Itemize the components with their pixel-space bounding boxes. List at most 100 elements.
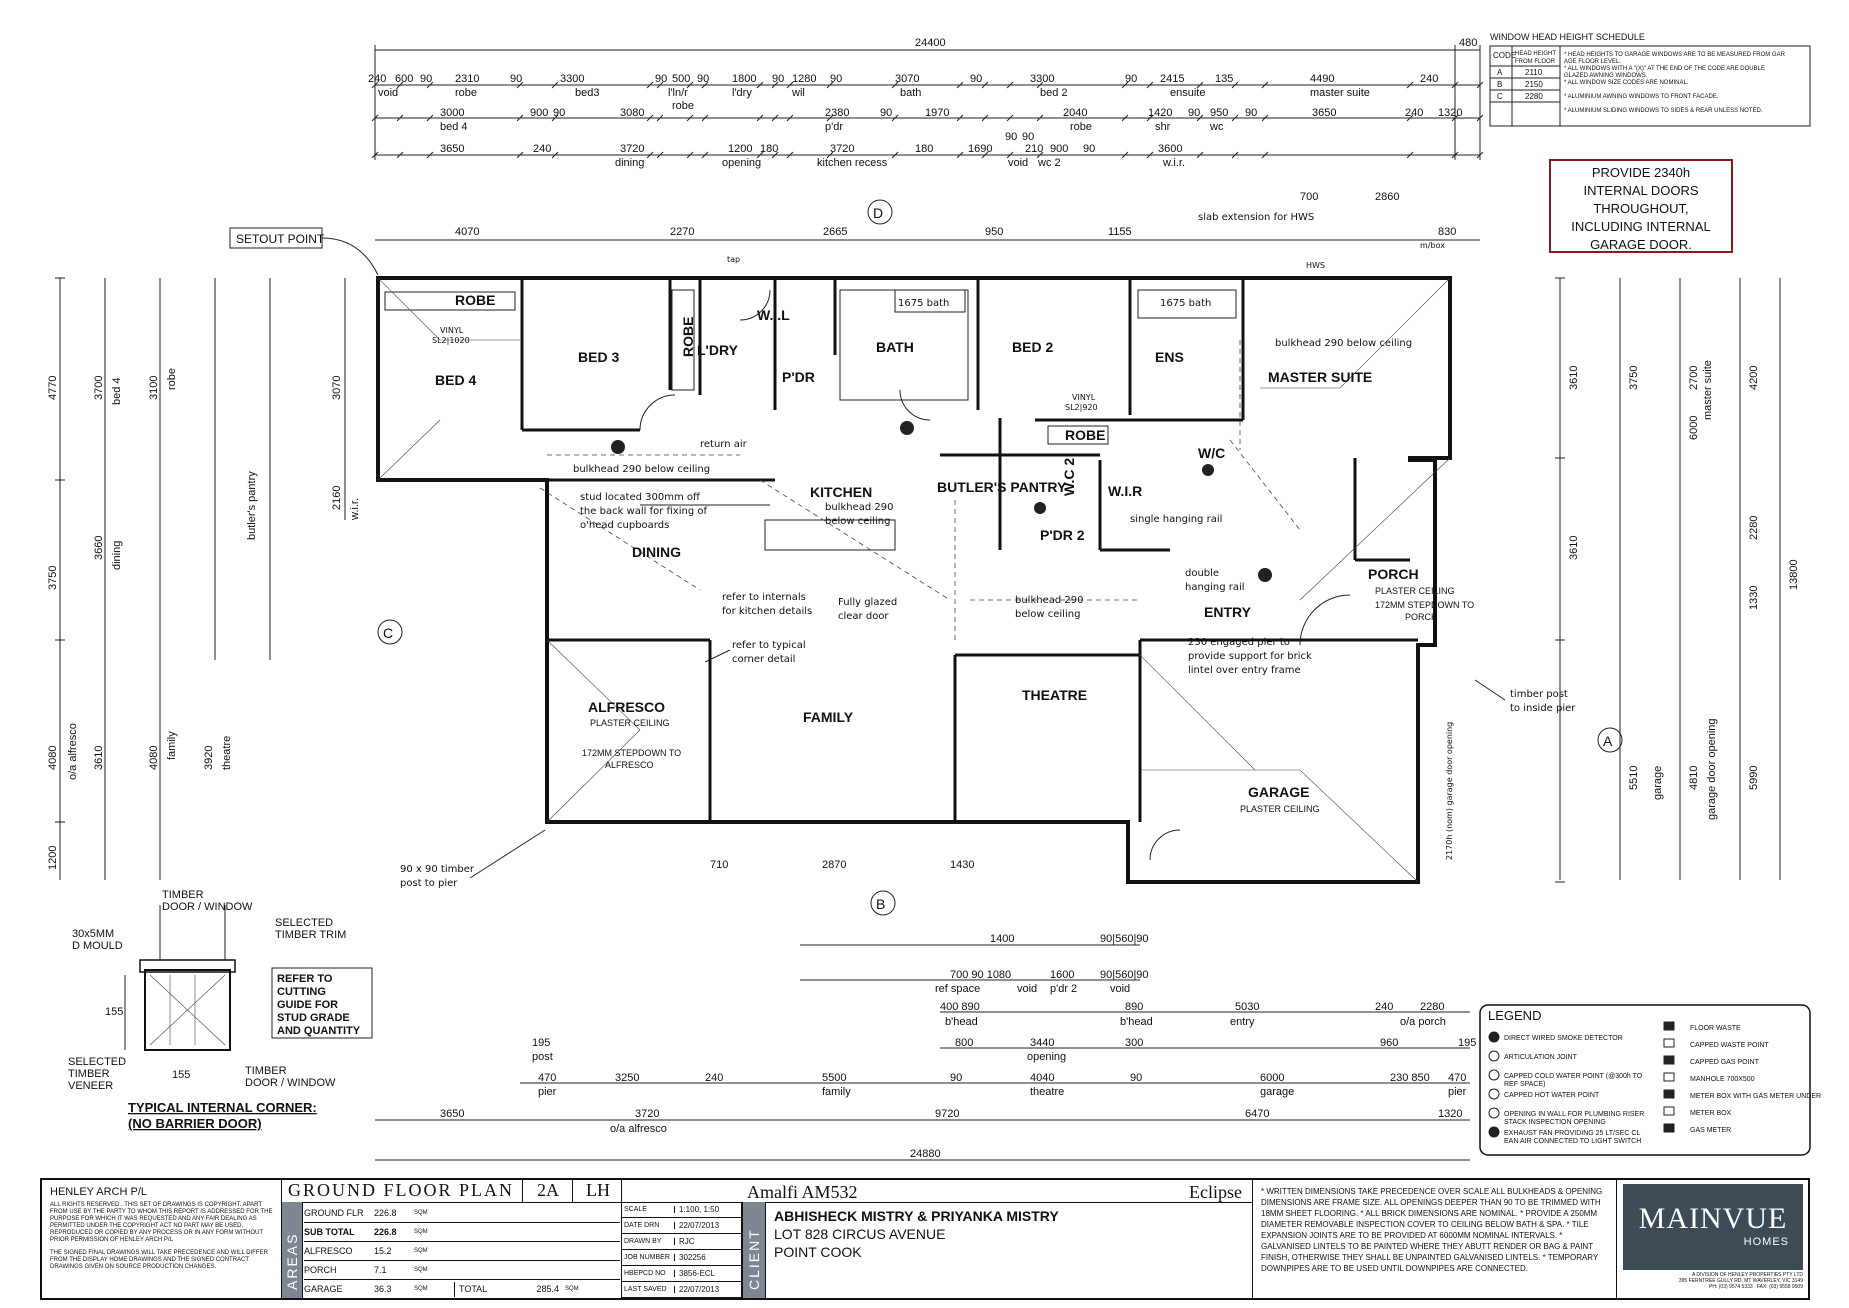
dimension-tick xyxy=(1406,81,1414,89)
svg-text:3250: 3250 xyxy=(615,1072,639,1084)
svg-text:robe: robe xyxy=(672,100,694,112)
schedule-note: * ALUMINIUM AWNING WINDOWS TO FRONT FACA… xyxy=(1564,94,1719,100)
legend-item-label: REF SPACE) xyxy=(1504,1081,1546,1088)
svg-text:GARAGE DOOR.: GARAGE DOOR. xyxy=(1590,237,1692,252)
svg-text:1690: 1690 xyxy=(968,143,992,155)
room-wir: W.I.R xyxy=(1108,483,1142,499)
svg-text:3720: 3720 xyxy=(635,1108,659,1120)
svg-text:600: 600 xyxy=(395,73,413,85)
dimension-tick xyxy=(656,114,664,122)
svg-text:robe: robe xyxy=(1070,121,1092,133)
svg-text:90: 90 xyxy=(697,73,709,85)
svg-text:VINYL: VINYL xyxy=(440,326,464,335)
schedule-note: * ALL WINDOW SIZE CODES ARE NOMINAL. xyxy=(1564,80,1689,86)
dimension-tick xyxy=(956,151,964,159)
svg-text:6000: 6000 xyxy=(1260,1072,1284,1084)
svg-text:90: 90 xyxy=(1125,73,1137,85)
svg-text:butler's pantry: butler's pantry xyxy=(246,471,258,540)
svg-text:4200: 4200 xyxy=(1748,366,1760,390)
dimension-tick xyxy=(956,81,964,89)
external-walls xyxy=(376,276,1452,884)
svg-text:w.i.r.: w.i.r. xyxy=(1162,157,1185,169)
svg-text:400 890: 400 890 xyxy=(940,1001,980,1013)
svg-text:135: 135 xyxy=(1215,73,1233,85)
dim-overall-top: 24400 xyxy=(915,37,946,49)
dimension-tick xyxy=(1261,151,1269,159)
svg-text:3650: 3650 xyxy=(440,1108,464,1120)
area-value: 7.1 xyxy=(374,1264,387,1275)
svg-text:refer to typical: refer to typical xyxy=(732,640,806,651)
svg-text:500: 500 xyxy=(672,73,690,85)
svg-text:90: 90 xyxy=(1022,131,1034,143)
dim-480: 480 xyxy=(1459,37,1477,49)
svg-text:SL2|920: SL2|920 xyxy=(1065,403,1098,412)
svg-text:o/a alfresco: o/a alfresco xyxy=(610,1123,667,1135)
dimension-tick xyxy=(1231,151,1239,159)
svg-text:garage: garage xyxy=(1260,1086,1294,1098)
svg-text:1675 bath: 1675 bath xyxy=(1160,298,1211,309)
svg-text:wc: wc xyxy=(1209,121,1224,133)
dimension-tick xyxy=(1451,81,1459,89)
legend-symbol-icon xyxy=(1663,1123,1675,1133)
svg-text:below ceiling: below ceiling xyxy=(1015,609,1080,620)
legend-item-label: EXHAUST FAN PROVIDING 25 LT/SEC CL xyxy=(1504,1130,1640,1137)
legend-symbol-icon xyxy=(1663,1055,1675,1065)
svg-text:2415: 2415 xyxy=(1160,73,1184,85)
svg-text:1320: 1320 xyxy=(1438,107,1462,119)
svg-text:AND QUANTITY: AND QUANTITY xyxy=(277,1025,361,1037)
dimension-tick xyxy=(1196,114,1204,122)
svg-text:3100: 3100 xyxy=(148,376,160,400)
top-dimensions: 24400 480 240 600 90 2310 90 3300 90 500… xyxy=(368,37,1484,169)
area-unit: SQM xyxy=(414,1228,428,1235)
svg-text:90 x 90 timber: 90 x 90 timber xyxy=(400,864,475,875)
svg-text:stud located 300mm off: stud located 300mm off xyxy=(580,492,701,503)
dimension-tick xyxy=(686,81,694,89)
area-name: PORCH xyxy=(304,1264,337,1275)
svg-text:1280: 1280 xyxy=(792,73,816,85)
svg-text:bulkhead 290: bulkhead 290 xyxy=(1015,595,1084,606)
svg-text:TIMBER: TIMBER xyxy=(68,1068,110,1080)
dimension-tick xyxy=(1036,114,1044,122)
dimension-tick xyxy=(701,81,709,89)
svg-text:A: A xyxy=(1497,68,1503,77)
svg-text:3720: 3720 xyxy=(620,143,644,155)
legend: LEGEND DIRECT WIRED SMOKE DETECTORARTICU… xyxy=(1479,1004,1821,1156)
svg-text:single hanging rail: single hanging rail xyxy=(1130,514,1222,525)
svg-text:INTERNAL DOORS: INTERNAL DOORS xyxy=(1583,183,1698,198)
schedule-note-cont: GLAZED AWNING WINDOWS. xyxy=(1564,73,1648,79)
svg-text:1600: 1600 xyxy=(1050,969,1074,981)
dimension-tick xyxy=(396,114,404,122)
svg-text:pier: pier xyxy=(538,1086,557,1098)
svg-text:hanging rail: hanging rail xyxy=(1185,582,1245,593)
svg-text:5030: 5030 xyxy=(1235,1001,1259,1013)
job-label: JOB NUMBER xyxy=(622,1254,675,1261)
legend-symbol-icon xyxy=(1663,1072,1675,1082)
svg-text:1320: 1320 xyxy=(1438,1108,1462,1120)
svg-text:195: 195 xyxy=(1458,1037,1476,1049)
legend-item-label: METER BOX xyxy=(1690,1110,1732,1117)
svg-text:1675 bath: 1675 bath xyxy=(898,298,949,309)
svg-text:3610: 3610 xyxy=(1568,536,1580,560)
dimension-tick xyxy=(1451,151,1459,159)
svg-text:5500: 5500 xyxy=(822,1072,846,1084)
area-unit: SQM xyxy=(414,1266,428,1273)
house-name: Amalfi AM532 xyxy=(747,1182,858,1202)
client-label: CLIENT xyxy=(746,1228,762,1290)
svg-text:24880: 24880 xyxy=(910,1148,941,1160)
dimension-tick xyxy=(686,151,694,159)
legend-item-label: ARTICULATION JOINT xyxy=(1504,1054,1578,1061)
svg-text:230 engaged pier to: 230 engaged pier to xyxy=(1188,637,1290,648)
svg-text:for kitchen details: for kitchen details xyxy=(722,606,812,617)
room-bath: BATH xyxy=(876,339,914,355)
svg-text:PLASTER CEILING: PLASTER CEILING xyxy=(1375,586,1455,596)
svg-text:DOOR / WINDOW: DOOR / WINDOW xyxy=(245,1077,336,1089)
svg-text:3610: 3610 xyxy=(1568,366,1580,390)
area-value: 226.8 xyxy=(374,1207,397,1218)
svg-text:pier: pier xyxy=(1448,1086,1467,1098)
svg-text:3750: 3750 xyxy=(47,566,59,590)
brand-sub: HOMES xyxy=(1743,1236,1789,1248)
legend-item-label: CAPPED GAS POINT xyxy=(1690,1059,1760,1066)
svg-text:195: 195 xyxy=(532,1037,550,1049)
title-block: HENLEY ARCH P/L ALL RIGHTS RESERVED . TH… xyxy=(40,1178,1810,1300)
